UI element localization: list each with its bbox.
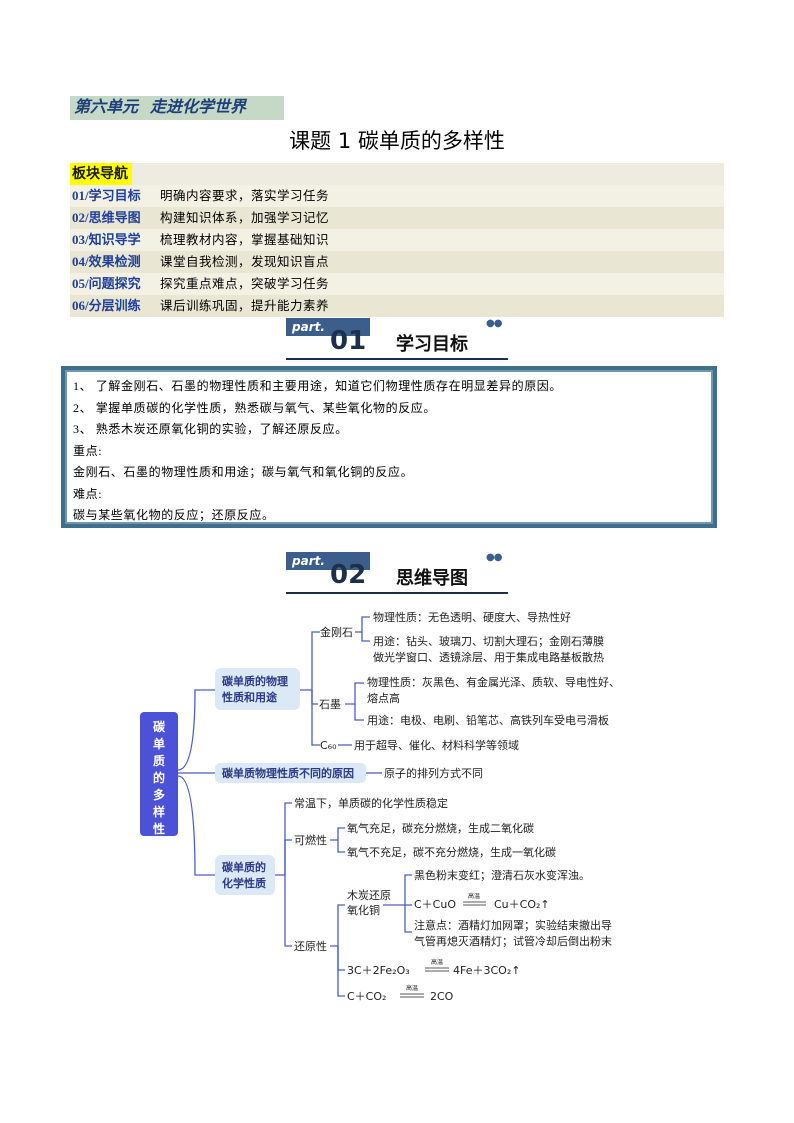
nav-desc: 探究重点难点，突破学习任务 <box>160 277 330 291</box>
section-navigation: 板块导航 01/学习目标 明确内容要求，落实学习任务 02/思维导图 构建知识体系，… <box>70 163 724 317</box>
equation-co2: C＋CO₂ 高温 2CO <box>347 984 454 1003</box>
nav-desc: 明确内容要求，落实学习任务 <box>160 189 330 203</box>
partial-combustion: 氧气不充足，碳不充分燃烧，生成一氧化碳 <box>347 845 556 859</box>
nav-row: 02/思维导图 构建知识体系，加强学习记忆 <box>70 207 724 229</box>
diamond-uses: 用途：钻头、玻璃刀、切割大理石；金刚石薄膜 <box>373 634 604 648</box>
graphite-properties: 物理性质：灰黑色、有金属光泽、质软、导电性好、 <box>367 675 620 689</box>
equation-condition: 高温 <box>406 984 418 992</box>
branch-label: 碳单质的物理 <box>222 674 288 688</box>
equation-condition: 高温 <box>468 892 480 900</box>
note-text-cont: 气管再熄灭酒精灯；试管冷却后倒出粉末 <box>414 934 612 948</box>
diamond-uses-cont: 做光学窗口、透镜涂层、用于集成电路基板散热 <box>373 650 604 664</box>
nav-code: 01/学习目标 <box>72 188 141 203</box>
equation-left: C＋CuO <box>414 898 456 911</box>
unit-title: 第六单元 走进化学世界 <box>70 96 284 120</box>
stability-text: 常温下，单质碳的化学性质稳定 <box>294 796 448 810</box>
root-char: 性 <box>152 821 165 836</box>
graphite-uses: 用途：电极、电刷、铅笔芯、高铁列车受电弓滑板 <box>367 713 609 727</box>
nav-desc: 课堂自我检测，发现知识盲点 <box>160 255 330 269</box>
objective-line: 3、 熟悉木炭还原氧化铜的实验，了解还原反应。 <box>73 422 348 436</box>
objective-line: 1、 了解金刚石、石墨的物理性质和主要用途，知道它们物理性质存在明显差异的原因。 <box>73 379 563 393</box>
part-underline <box>286 358 508 360</box>
part-title: 学习目标 <box>396 334 468 355</box>
part-label: part. <box>286 318 370 336</box>
part-label: part. <box>286 552 370 570</box>
branch-label: 性质和用途 <box>222 690 278 704</box>
diamond-label: 金刚石 <box>320 625 353 639</box>
nav-code: 05/问题探究 <box>72 276 141 291</box>
equation-right: 4Fe＋3CO₂↑ <box>453 964 520 977</box>
equation-left: C＋CO₂ <box>347 990 386 1003</box>
root-char: 质 <box>153 753 165 768</box>
nav-heading: 板块导航 <box>70 163 132 185</box>
key-point-text: 金刚石、石墨的物理性质和用途；碳与氧气和氧化铜的反应。 <box>73 465 414 479</box>
full-combustion: 氧气充足，碳充分燃烧，生成二氧化碳 <box>347 821 534 835</box>
reason-text: 原子的排列方式不同 <box>384 766 483 780</box>
part-underline <box>286 592 508 594</box>
lesson-title: 课题 1 碳单质的多样性 <box>289 129 505 153</box>
combustibility-label: 可燃性 <box>294 833 327 847</box>
equation-left: 3C＋2Fe₂O₃ <box>347 964 410 977</box>
objective-line: 2、 掌握单质碳的化学性质，熟悉碳与氧气、某些氧化物的反应。 <box>73 400 437 415</box>
nav-code: 02/思维导图 <box>72 210 141 225</box>
root-char: 碳 <box>153 719 166 734</box>
nav-desc: 构建知识体系，加强学习记忆 <box>160 211 330 225</box>
nav-desc: 课后训练巩固，提升能力素养 <box>160 299 330 313</box>
note-text: 注意点：酒精灯加网罩；实验结束撤出导 <box>414 918 612 932</box>
root-char: 单 <box>153 736 165 751</box>
branch-label: 化学性质 <box>222 876 266 890</box>
equation-right: Cu＋CO₂↑ <box>494 898 550 911</box>
c60-label: C₆₀ <box>320 739 337 752</box>
part-02-header: part. 02 思维导图 ●● <box>286 552 508 594</box>
part-title: 思维导图 <box>396 568 468 589</box>
graphite-properties-cont: 熔点高 <box>367 691 400 705</box>
mind-map-connectors <box>177 616 412 997</box>
equation-fe2o3: 3C＋2Fe₂O₃ 高温 4Fe＋3CO₂↑ <box>347 958 520 977</box>
difficulty-label: 难点: <box>73 486 103 501</box>
nav-desc: 梳理教材内容，掌握基础知识 <box>160 233 330 247</box>
equation-right: 2CO <box>430 990 454 1003</box>
graphite-label: 石墨 <box>319 698 341 711</box>
nav-row: 01/学习目标 明确内容要求，落实学习任务 <box>70 185 724 207</box>
charcoal-label: 木炭还原 <box>347 889 391 902</box>
nav-row: 03/知识导学 梳理教材内容，掌握基础知识 <box>70 229 724 251</box>
decorative-dots-icon: ●● <box>486 318 502 329</box>
nav-row: 04/效果检测 课堂自我检测，发现知识盲点 <box>70 251 724 273</box>
objectives-content: 1、 了解金刚石、石墨的物理性质和主要用途，知道它们物理性质存在明显差异的原因。… <box>65 370 713 524</box>
equation-cuo: C＋CuO 高温 Cu＋CO₂↑ <box>414 892 550 911</box>
nav-code: 04/效果检测 <box>72 254 141 269</box>
nav-rows: 01/学习目标 明确内容要求，落实学习任务 02/思维导图 构建知识体系，加强学习记… <box>70 185 724 317</box>
part-tag: part. 01 <box>286 318 370 358</box>
diamond-properties: 物理性质：无色透明、硬度大、导热性好 <box>373 610 571 624</box>
reducibility-label: 还原性 <box>294 939 327 953</box>
decorative-dots-icon: ●● <box>486 552 502 563</box>
key-point-label: 重点: <box>73 443 103 458</box>
objectives-box: 1、 了解金刚石、石墨的物理性质和主要用途，知道它们物理性质存在明显差异的原因。… <box>61 366 717 528</box>
observation-text: 黑色粉末变红；澄清石灰水变浑浊。 <box>414 868 590 882</box>
difficulty-text: 碳与某些氧化物的反应；还原反应。 <box>73 508 275 522</box>
root-char: 多 <box>153 787 165 802</box>
nav-row: 05/问题探究 探究重点难点，突破学习任务 <box>70 273 724 295</box>
charcoal-label-cont: 氧化铜 <box>347 903 380 917</box>
mind-map-root: 碳 单 质 的 多 样 性 <box>140 712 178 836</box>
branch-reason: 碳单质物理性质不同的原因 <box>215 763 366 783</box>
branch-label: 碳单质物理性质不同的原因 <box>222 766 354 780</box>
nav-heading-row: 板块导航 <box>70 163 724 185</box>
nav-row: 06/分层训练 课后训练巩固，提升能力素养 <box>70 295 724 317</box>
part-number: 01 <box>330 326 367 356</box>
root-char: 样 <box>153 804 165 819</box>
branch-chemical: 碳单质的 化学性质 <box>215 855 275 895</box>
nav-code: 03/知识导学 <box>72 232 141 247</box>
nav-code: 06/分层训练 <box>72 298 141 313</box>
branch-label: 碳单质的 <box>222 860 266 874</box>
branch-physical: 碳单质的物理 性质和用途 <box>215 668 300 710</box>
equation-condition: 高温 <box>431 958 443 966</box>
c60-uses: 用于超导、催化、材料科学等领域 <box>354 738 519 752</box>
root-char: 的 <box>153 770 165 785</box>
part-number: 02 <box>330 560 367 590</box>
part-01-header: part. 01 学习目标 ●● <box>286 318 508 360</box>
part-tag: part. 02 <box>286 552 370 592</box>
